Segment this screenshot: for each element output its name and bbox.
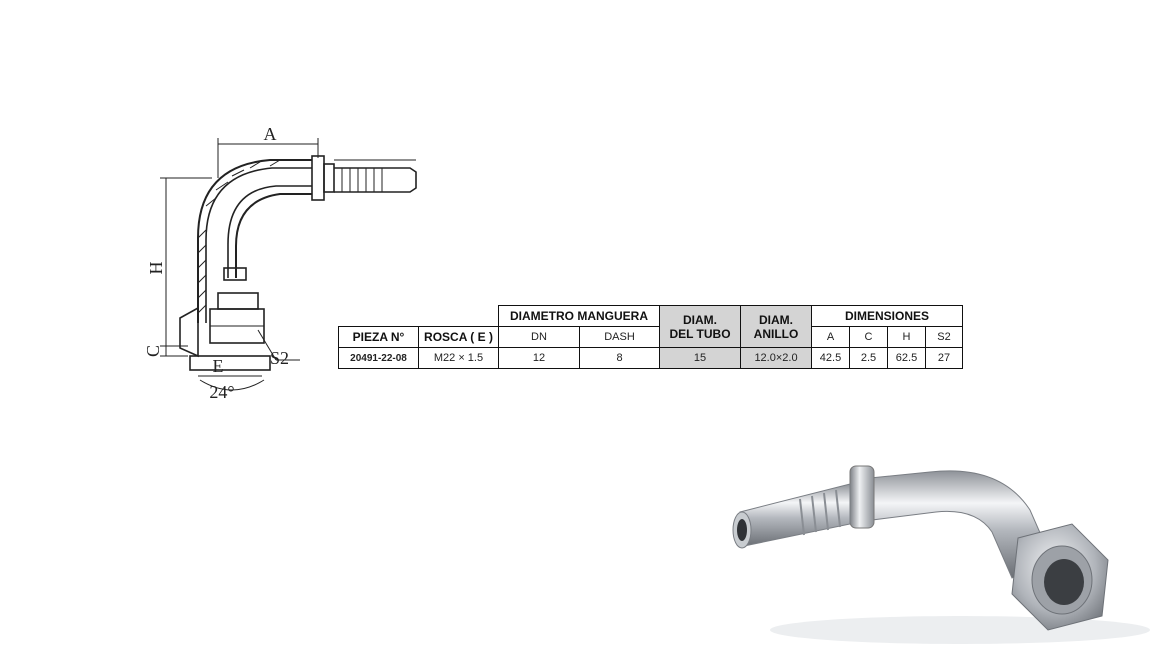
ring-diameter-header: DIAM. ANILLO bbox=[740, 305, 812, 348]
table-row: 20491-22-08 M22 × 1.5 12 8 15 12.0×2.0 4… bbox=[338, 347, 963, 369]
tube-diameter-line2: DEL TUBO bbox=[669, 326, 731, 341]
thread-header: ROSCA ( E ) bbox=[418, 326, 499, 348]
dash-cell: 8 bbox=[579, 347, 660, 369]
thread-cell: M22 × 1.5 bbox=[418, 347, 499, 369]
dimension-a-label: A bbox=[264, 124, 277, 144]
part-number-cell: 20491-22-08 bbox=[338, 347, 419, 369]
dimension-e-label: E bbox=[213, 356, 224, 376]
ring-cell: 12.0×2.0 bbox=[740, 347, 812, 369]
part-header: PIEZA N° bbox=[338, 326, 419, 348]
group-header-row: DIAMETRO MANGUERA DIAM. DEL TUBO DIAM. A… bbox=[339, 305, 963, 348]
s2-header: S2 bbox=[925, 326, 963, 348]
h-cell: 62.5 bbox=[887, 347, 926, 369]
tube-cell: 15 bbox=[659, 347, 741, 369]
dimensions-group: DIMENSIONES bbox=[811, 305, 963, 327]
dimension-h-label: H bbox=[146, 262, 166, 275]
product-photo bbox=[732, 465, 1150, 644]
column-header-row: PIEZA N° ROSCA ( E ) DN DASH A C H S2 bbox=[338, 326, 963, 348]
a-header: A bbox=[811, 326, 850, 348]
technical-drawing: A H C E S2 24° bbox=[143, 124, 417, 402]
a-cell: 42.5 bbox=[811, 347, 850, 369]
spec-table: DIAMETRO MANGUERA DIAM. DEL TUBO DIAM. A… bbox=[338, 305, 963, 369]
h-header: H bbox=[887, 326, 926, 348]
c-cell: 2.5 bbox=[849, 347, 888, 369]
dimension-s2-label: S2 bbox=[270, 348, 289, 368]
dimension-c-label: C bbox=[143, 345, 163, 357]
ring-diameter-line1: DIAM. bbox=[759, 312, 793, 327]
c-header: C bbox=[849, 326, 888, 348]
s2-cell: 27 bbox=[925, 347, 963, 369]
dn-cell: 12 bbox=[498, 347, 580, 369]
tube-diameter-line1: DIAM. bbox=[683, 312, 717, 327]
ring-diameter-line2: ANILLO bbox=[753, 326, 799, 341]
dn-header: DN bbox=[498, 326, 580, 348]
tube-diameter-header: DIAM. DEL TUBO bbox=[659, 305, 741, 348]
hose-diameter-group: DIAMETRO MANGUERA bbox=[498, 305, 660, 327]
angle-label: 24° bbox=[209, 382, 234, 402]
dash-header: DASH bbox=[579, 326, 660, 348]
